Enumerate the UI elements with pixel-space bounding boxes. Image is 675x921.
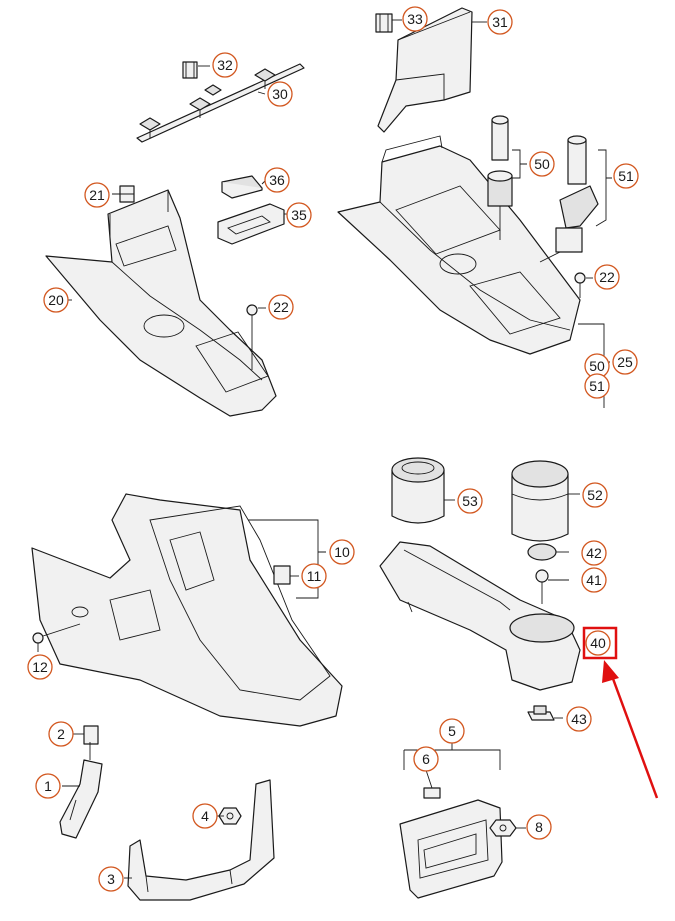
svg-text:11: 11 <box>307 568 322 584</box>
callout-50-top[interactable]: 50 <box>529 151 555 177</box>
svg-text:36: 36 <box>269 172 285 188</box>
panel-31 <box>377 7 473 133</box>
highlight-annotation <box>582 626 659 799</box>
callout-3[interactable]: 3 <box>98 866 124 892</box>
svg-text:42: 42 <box>586 545 602 561</box>
callout-52[interactable]: 52 <box>582 482 608 508</box>
leader-lines <box>37 19 612 879</box>
callout-5[interactable]: 5 <box>439 718 465 744</box>
socket-51-top <box>539 135 599 263</box>
svg-text:21: 21 <box>89 187 105 203</box>
bracket-1 <box>59 759 103 839</box>
insert-53 <box>391 457 445 524</box>
callout-6[interactable]: 6 <box>413 746 439 772</box>
nut-8 <box>489 819 517 837</box>
callout-42[interactable]: 42 <box>581 540 607 566</box>
callout-25[interactable]: 25 <box>612 349 638 375</box>
svg-text:10: 10 <box>334 544 350 560</box>
svg-text:2: 2 <box>57 726 65 742</box>
svg-text:12: 12 <box>32 659 48 675</box>
svg-text:3: 3 <box>107 871 115 887</box>
clip-11 <box>273 565 291 585</box>
callout-50-bottom[interactable]: 50 <box>584 353 610 379</box>
svg-text:31: 31 <box>492 14 508 30</box>
callout-43[interactable]: 43 <box>566 706 592 732</box>
callout-1[interactable]: 1 <box>35 773 61 799</box>
svg-text:50: 50 <box>534 156 550 172</box>
screw-22-right <box>574 272 586 298</box>
svg-text:41: 41 <box>586 572 602 588</box>
callout-32[interactable]: 32 <box>212 52 238 78</box>
svg-text:25: 25 <box>617 354 633 370</box>
screw-41 <box>535 569 549 604</box>
callout-2[interactable]: 2 <box>48 721 74 747</box>
callout-36[interactable]: 36 <box>264 167 290 193</box>
cover-40 <box>379 541 581 691</box>
svg-text:5: 5 <box>448 723 456 739</box>
callout-53[interactable]: 53 <box>457 488 483 514</box>
svg-text:8: 8 <box>535 819 543 835</box>
callout-41[interactable]: 41 <box>581 567 607 593</box>
callout-8[interactable]: 8 <box>526 814 552 840</box>
clip-32 <box>182 61 198 79</box>
svg-text:20: 20 <box>48 292 64 308</box>
callout-33[interactable]: 33 <box>402 6 428 32</box>
callout-51-top[interactable]: 51 <box>613 163 639 189</box>
callout-22-left[interactable]: 22 <box>268 294 294 320</box>
callout-21[interactable]: 21 <box>84 182 110 208</box>
socket-50-top <box>487 115 513 240</box>
svg-text:22: 22 <box>599 269 615 285</box>
switch-36 <box>221 175 263 199</box>
callout-31[interactable]: 31 <box>487 9 513 35</box>
tray-35 <box>217 203 285 245</box>
highlight-arrowhead <box>602 660 619 683</box>
callout-30[interactable]: 30 <box>267 81 293 107</box>
callout-35[interactable]: 35 <box>286 202 312 228</box>
console-10 <box>31 493 343 727</box>
highlight-arrow <box>610 675 659 799</box>
callout-51-bottom[interactable]: 51 <box>584 373 610 399</box>
cap-42 <box>527 543 557 561</box>
svg-text:51: 51 <box>589 378 605 394</box>
callout-40[interactable]: 40 <box>585 630 611 656</box>
screw-12 <box>32 623 81 644</box>
svg-text:32: 32 <box>217 57 233 73</box>
clip-6 <box>423 787 441 799</box>
svg-text:6: 6 <box>422 751 430 767</box>
svg-text:30: 30 <box>272 86 288 102</box>
svg-text:51: 51 <box>618 168 634 184</box>
callout-12[interactable]: 12 <box>27 654 53 680</box>
clip-rail-30 <box>136 63 305 143</box>
nut-43 <box>527 705 555 721</box>
highlight-box <box>582 626 618 660</box>
svg-text:40: 40 <box>590 635 606 651</box>
svg-text:4: 4 <box>201 808 209 824</box>
callout-20[interactable]: 20 <box>43 287 69 313</box>
svg-text:43: 43 <box>571 711 587 727</box>
insert-52 <box>511 460 569 542</box>
console-25 <box>337 135 581 355</box>
svg-text:33: 33 <box>407 11 423 27</box>
callout-4[interactable]: 4 <box>192 803 218 829</box>
callout-10[interactable]: 10 <box>329 539 355 565</box>
center-console-20 <box>45 189 277 417</box>
svg-text:52: 52 <box>587 487 603 503</box>
svg-text:50: 50 <box>589 358 605 374</box>
svg-text:22: 22 <box>273 299 289 315</box>
svg-text:1: 1 <box>44 778 52 794</box>
callout-22-right[interactable]: 22 <box>594 264 620 290</box>
bracket-3 <box>127 779 275 901</box>
bracket-5 <box>399 799 503 899</box>
screw-22-left <box>246 304 258 370</box>
svg-text:35: 35 <box>291 207 307 223</box>
svg-text:53: 53 <box>462 493 478 509</box>
clip-33 <box>375 13 393 33</box>
callout-11[interactable]: 11 <box>301 563 327 589</box>
clip-2 <box>83 725 99 745</box>
